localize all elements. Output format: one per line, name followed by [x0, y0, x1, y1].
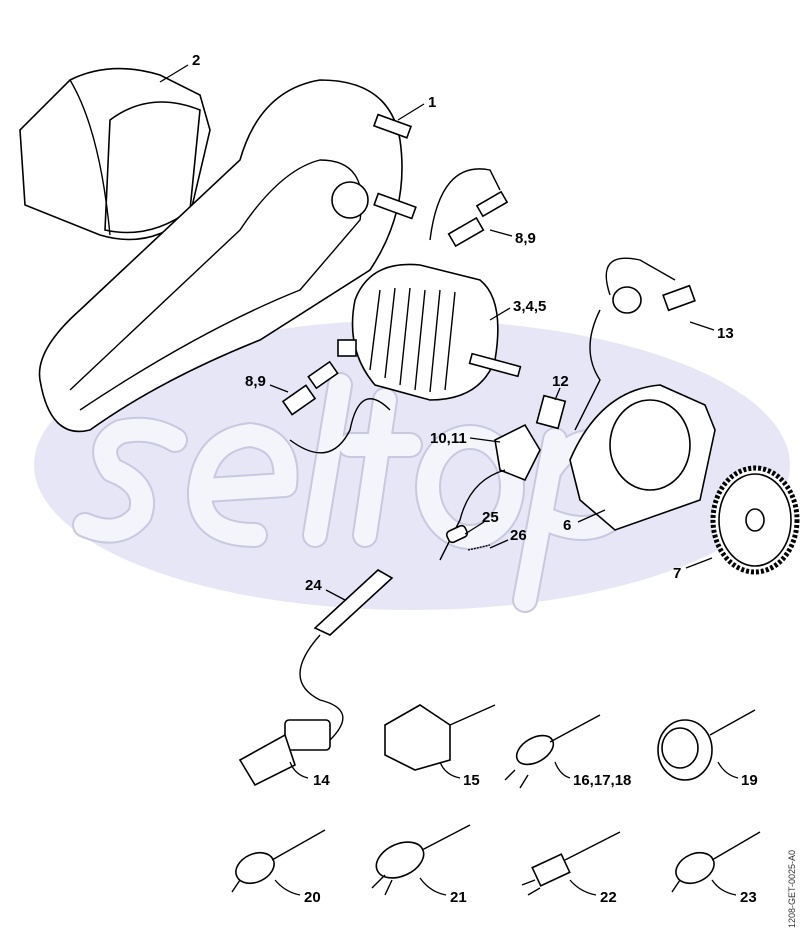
callout-labels: 2 1 8,9 3,4,5 13 8,9 12 10,11 6 7 25 26 …	[192, 52, 758, 906]
plug-16-17-18	[504, 714, 601, 789]
part-fan-housing	[569, 384, 716, 531]
callout-8-9-lower[interactable]: 8,9	[245, 373, 266, 390]
callout-15[interactable]: 15	[463, 772, 480, 789]
callout-22[interactable]: 22	[600, 889, 617, 906]
leader-lines	[159, 64, 739, 896]
callout-23[interactable]: 23	[740, 889, 757, 906]
part-cable-clamp	[445, 524, 491, 551]
callout-10-11[interactable]: 10,11	[430, 430, 467, 447]
part-motor	[337, 263, 522, 401]
callout-26[interactable]: 26	[510, 527, 527, 544]
callout-1[interactable]: 1	[428, 94, 436, 111]
plug-14	[238, 719, 331, 787]
plug-22	[521, 831, 621, 896]
callout-7[interactable]: 7	[673, 565, 681, 582]
part-cable-sleeve	[299, 569, 394, 751]
part-carbon-brush-upper	[429, 168, 509, 248]
callout-24[interactable]: 24	[305, 577, 322, 594]
callout-19[interactable]: 19	[741, 772, 758, 789]
part-motor-cover	[19, 67, 211, 241]
part-switch	[439, 394, 567, 561]
callout-8-9-upper[interactable]: 8,9	[515, 230, 536, 247]
callout-3-4-5[interactable]: 3,4,5	[513, 298, 546, 315]
callout-6[interactable]: 6	[563, 517, 571, 534]
callout-25[interactable]: 25	[482, 509, 499, 526]
callout-12[interactable]: 12	[552, 373, 569, 390]
part-suppressor	[574, 257, 696, 431]
callout-2[interactable]: 2	[192, 52, 200, 69]
callout-14[interactable]: 14	[313, 772, 330, 789]
plug-15	[384, 704, 496, 771]
plug-20	[231, 829, 326, 893]
part-gear	[710, 465, 800, 575]
callout-13[interactable]: 13	[717, 325, 734, 342]
plug-21	[371, 824, 471, 896]
watermark	[34, 320, 790, 613]
callout-21[interactable]: 21	[450, 889, 467, 906]
drawing-code: 1208-GET-0025-A0	[787, 850, 797, 928]
part-housing	[38, 79, 417, 433]
callout-16-17-18[interactable]: 16,17,18	[573, 772, 631, 789]
plug-23	[671, 831, 761, 893]
plug-19	[657, 709, 756, 781]
part-carbon-brush-lower	[281, 360, 391, 454]
callout-20[interactable]: 20	[304, 889, 321, 906]
